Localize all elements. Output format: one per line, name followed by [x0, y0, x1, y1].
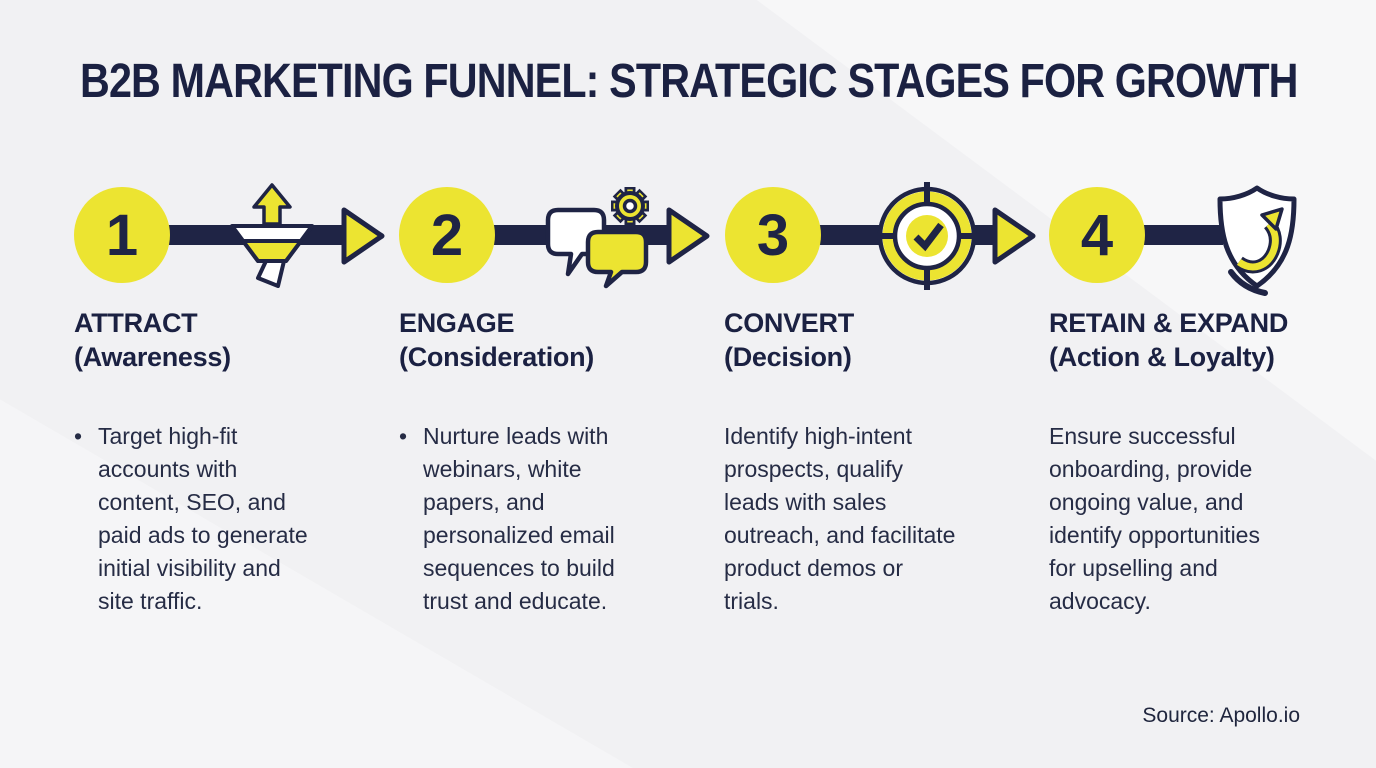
- stage-2-number-badge: 2: [399, 187, 495, 283]
- stage-1-number-badge: 1: [74, 187, 170, 283]
- stage-subtitle: (Consideration): [399, 342, 594, 372]
- stage-title: ATTRACT: [74, 308, 198, 338]
- page-title: B2B MARKETING FUNNEL: STRATEGIC STAGES F…: [80, 55, 1298, 108]
- chat-gear-icon: [545, 187, 649, 289]
- stage-subtitle: (Awareness): [74, 342, 231, 372]
- stage-4-graphic: 4: [1049, 180, 1374, 306]
- stage-subtitle: (Decision): [724, 342, 852, 372]
- stage-number: 2: [430, 202, 464, 268]
- target-check-icon: [873, 182, 981, 290]
- stage-1-heading: ATTRACT (Awareness): [74, 306, 399, 374]
- stage-number: 3: [756, 202, 790, 268]
- stage-number: 1: [105, 202, 139, 268]
- source-attribution: Source: Apollo.io: [1142, 704, 1300, 727]
- stage-description: Target high-fit accounts with content, S…: [98, 423, 308, 614]
- arrow-right-icon: [666, 207, 710, 265]
- stage-2-graphic: 2: [399, 180, 724, 306]
- stage-3-heading: CONVERT (Decision): [724, 306, 1049, 374]
- bullet-dot: •: [74, 423, 83, 449]
- stage-title: RETAIN & EXPAND: [1049, 308, 1289, 338]
- stage-2-description-row: • Nurture leads with webinars, white pap…: [399, 420, 724, 618]
- bullet-dot: •: [399, 423, 408, 449]
- arrow-right-icon: [341, 207, 385, 265]
- funnel-icon: [230, 183, 314, 288]
- stage-3-graphic: 3: [725, 180, 1050, 306]
- stage-2-column: ENGAGE (Consideration) • Nurture leads w…: [399, 306, 724, 618]
- stage-description: Ensure successful onboarding, provide on…: [1049, 423, 1260, 614]
- stage-description: Identify high-intent prospects, qualify …: [724, 423, 956, 614]
- stage-3-description-row: Identify high-intent prospects, qualify …: [724, 420, 1049, 618]
- funnel-stage-row: 1 2: [74, 180, 1376, 306]
- stage-4-description-row: Ensure successful onboarding, provide on…: [1049, 420, 1374, 618]
- stage-2-heading: ENGAGE (Consideration): [399, 306, 724, 374]
- arrow-right-icon: [992, 207, 1036, 265]
- stage-subtitle: (Action & Loyalty): [1049, 342, 1275, 372]
- stage-title: CONVERT: [724, 308, 854, 338]
- shield-arrow-icon: [1217, 185, 1297, 296]
- stage-3-number-badge: 3: [725, 187, 821, 283]
- stage-columns: ATTRACT (Awareness) • Target high-fit ac…: [74, 306, 1374, 618]
- stage-title: ENGAGE: [399, 308, 515, 338]
- stage-4-column: RETAIN & EXPAND (Action & Loyalty) Ensur…: [1049, 306, 1374, 618]
- stage-description: Nurture leads with webinars, white paper…: [423, 423, 615, 614]
- stage-4-number-badge: 4: [1049, 187, 1145, 283]
- stage-3-column: CONVERT (Decision) Identify high-intent …: [724, 306, 1049, 618]
- stage-1-column: ATTRACT (Awareness) • Target high-fit ac…: [74, 306, 399, 618]
- stage-1-graphic: 1: [74, 180, 399, 306]
- stage-4-heading: RETAIN & EXPAND (Action & Loyalty): [1049, 306, 1374, 374]
- stage-1-description-row: • Target high-fit accounts with content,…: [74, 420, 399, 618]
- stage-number: 4: [1080, 202, 1114, 268]
